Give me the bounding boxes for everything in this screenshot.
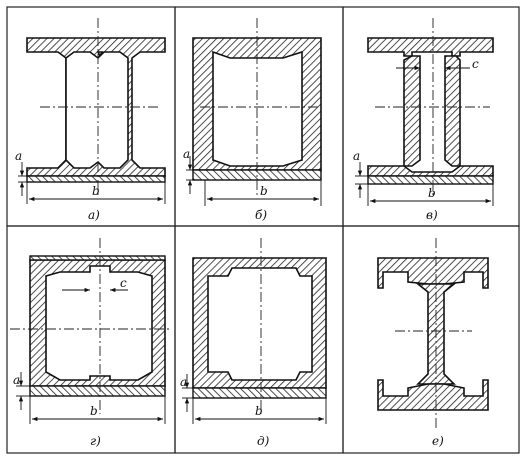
bottom-flange-v [367,165,494,177]
dim-label-a-v: a [353,149,360,163]
panel-caption-v: в) [426,208,438,222]
panel-caption-g: г) [90,434,101,448]
top-flange-g [29,259,166,387]
section-v: c a b в) [353,18,494,222]
dim-label-b-a: b [92,184,100,198]
box-section-d [192,257,327,389]
web-right-v [444,55,461,167]
top-cap-plate-g [29,255,166,261]
panel-caption-b: б) [255,208,267,222]
section-d: a b д) [180,238,327,448]
dim-label-b-d: b [255,404,263,418]
dim-label-a-g: a [13,373,20,387]
i-beam-web-notch-a [65,51,129,169]
panel-caption-e: е) [432,434,444,448]
dim-label-b-g: b [90,404,98,418]
panel-caption-d: д) [257,434,270,448]
base-plate-a [26,175,166,183]
section-g: c a b г) [10,238,172,448]
section-a: a b а) [15,18,166,222]
base-plate-v [367,175,494,185]
panel-frame-e [342,225,520,454]
panel-caption-a: а) [88,208,100,222]
dim-label-a-d: a [180,375,187,389]
dim-label-b-b: b [260,184,268,198]
dim-label-c-g: c [120,276,127,290]
bottom-channel-e [377,379,489,411]
base-plate-g [29,385,166,397]
dim-label-a-b: a [183,147,190,161]
dim-label-a-a: a [15,149,22,163]
t-beam-top-flange-v [367,37,494,57]
dim-label-c-v: c [472,57,479,71]
section-b: a b б) [183,18,322,222]
dim-label-b-v: b [428,186,436,200]
base-plate-d [192,387,327,399]
web-left-v [403,55,421,167]
section-e: е) [377,238,489,448]
